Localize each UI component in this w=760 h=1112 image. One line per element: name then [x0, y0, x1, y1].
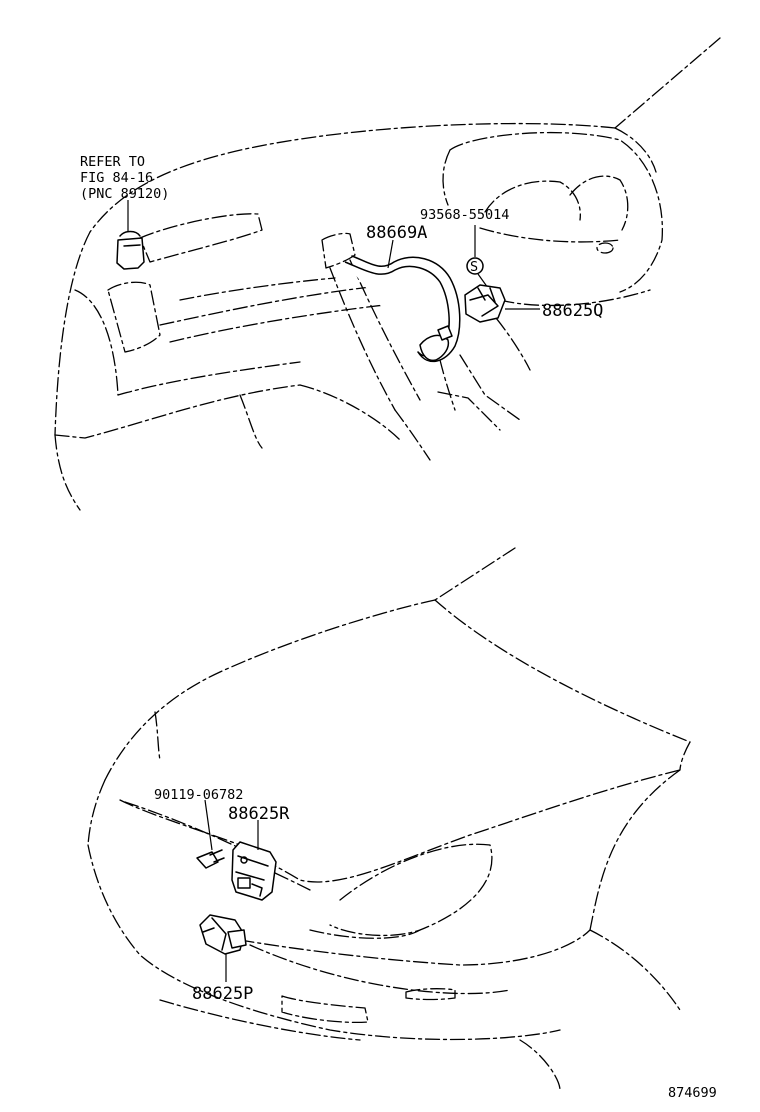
aspirator-hose	[344, 239, 461, 363]
figure-number: 874699	[668, 1085, 717, 1101]
screw-symbol: S	[466, 225, 489, 289]
refer-sensor-icon	[116, 200, 145, 270]
bolt-icon	[196, 799, 225, 869]
refer-note-line-3: (PNC 89120)	[80, 186, 169, 202]
label-sensor-upper: 88625Q	[542, 301, 603, 321]
labels: REFER TO FIG 84-16 (PNC 89120) 93568-550…	[80, 154, 717, 1101]
label-bolt: 90119-06782	[154, 787, 243, 803]
bracket-sensor-icon	[231, 820, 277, 901]
label-screw: 93568-55014	[420, 207, 509, 223]
screw-symbol-text: S	[470, 259, 478, 275]
sensor-lower-icon	[199, 914, 247, 982]
refer-note-line-2: FIG 84-16	[80, 170, 153, 186]
sensor-upper-icon	[464, 284, 540, 323]
label-bracket-sensor: 88625R	[228, 804, 290, 824]
label-sensor-lower: 88625P	[192, 984, 253, 1004]
label-hose: 88669A	[366, 223, 427, 243]
front-car-view	[87, 547, 691, 1091]
refer-note-line-1: REFER TO	[80, 154, 145, 170]
